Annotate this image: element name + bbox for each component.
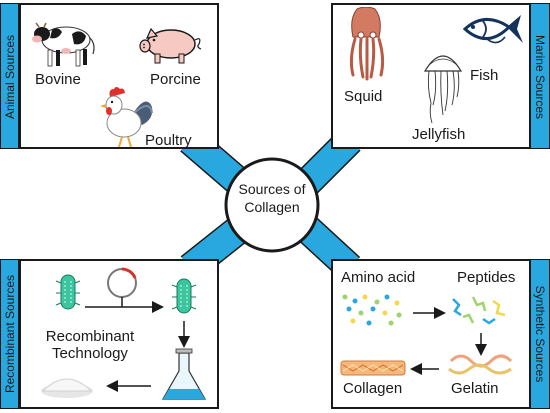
recombinant-technology-label: Recombinant Technology: [37, 328, 143, 362]
recombinant-sources-panel: Recombinant Technology: [19, 259, 219, 409]
center-label: Sources of Collagen: [222, 180, 322, 216]
fish-icon: [462, 15, 523, 44]
peptides-molecules-icon: [452, 296, 506, 325]
recombinant-side-strip: [0, 259, 19, 409]
fish-label: Fish: [470, 67, 499, 84]
plasmid-icon: [107, 267, 137, 307]
center-label-line1: Sources of: [238, 181, 306, 197]
squid-icon: [349, 7, 385, 81]
poultry-label: Poultry: [145, 132, 192, 149]
squid-label: Squid: [344, 88, 383, 105]
collagen-fiber-icon: [340, 360, 406, 376]
recombinant-process-graphic: [41, 267, 207, 400]
jellyfish-label: Jellyfish: [412, 126, 466, 143]
rooster-icon: [100, 87, 153, 148]
center-label-line2: Collagen: [244, 199, 300, 215]
cow-icon: [32, 22, 95, 67]
marine-side-label: Marine Sources: [533, 34, 547, 120]
synthetic-process-graphic: [340, 294, 513, 376]
bacterium-icon: [55, 274, 81, 310]
recombinant-bacterium-icon: [171, 278, 197, 314]
recombinant-side-label: Recombinant Sources: [3, 274, 17, 394]
animal-sources-panel: Bovine Porcine Poultry: [19, 3, 219, 149]
bovine-label: Bovine: [35, 71, 81, 88]
marine-sources-panel: Squid Jellyfish Fish: [331, 3, 531, 149]
pig-icon: [139, 27, 202, 64]
animal-side-strip: [0, 3, 19, 149]
recombinant-label-line1: Recombinant: [45, 328, 135, 345]
animal-side-label: Animal Sources: [3, 34, 17, 120]
jellyfish-icon: [423, 55, 463, 124]
amino-acid-label: Amino acid: [341, 269, 416, 286]
gelatin-label: Gelatin: [451, 380, 499, 397]
flask-icon: [161, 348, 207, 400]
synthetic-side-label: Synthetic Sources: [533, 285, 547, 383]
gelatin-strands-icon: [448, 354, 513, 375]
powder-icon: [41, 378, 93, 398]
peptides-label: Peptides: [457, 269, 516, 286]
amino-acid-molecules-icon: [342, 294, 402, 326]
recombinant-label-line2: Technology: [52, 345, 128, 362]
collagen-label: Collagen: [343, 380, 403, 397]
synthetic-sources-panel: Amino acid Peptides Gelatin Collagen: [331, 259, 531, 409]
porcine-label: Porcine: [150, 71, 201, 88]
center-circle: [224, 157, 320, 253]
